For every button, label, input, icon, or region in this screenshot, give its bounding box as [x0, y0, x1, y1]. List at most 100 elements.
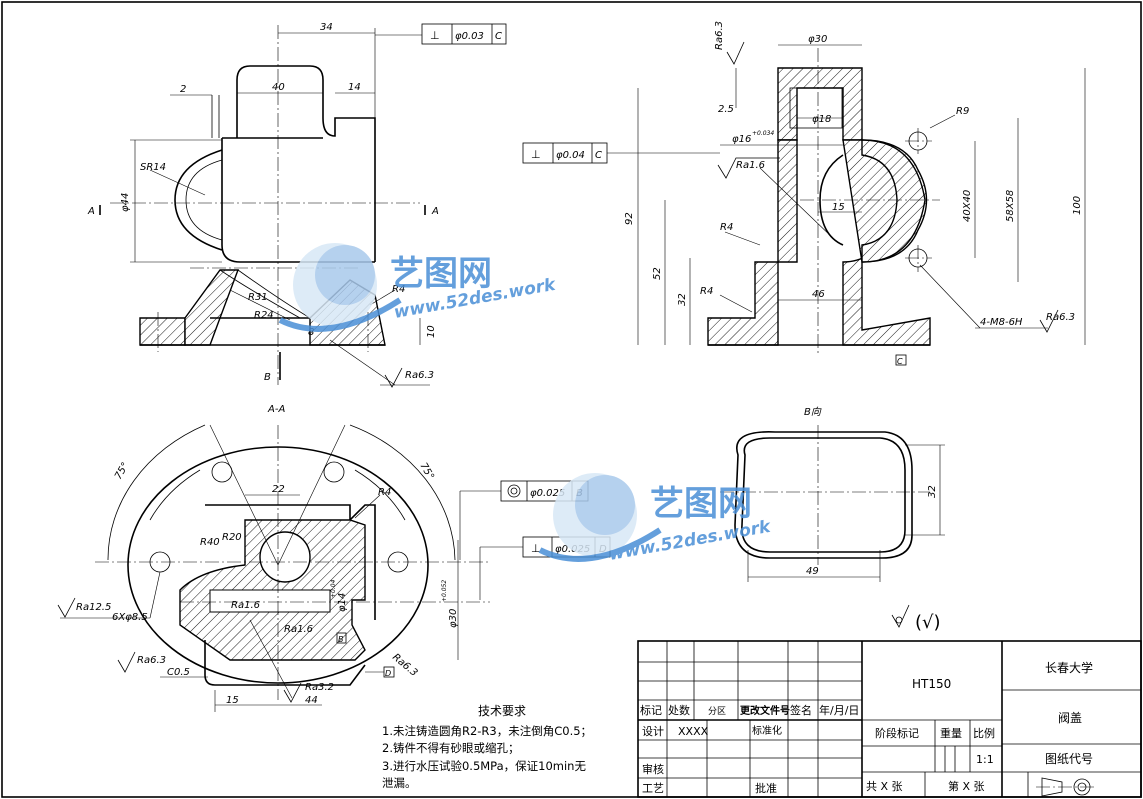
- dim-14: 14: [348, 82, 361, 93]
- dim-58x58: 58X58: [1005, 190, 1016, 222]
- dim-40x40: 40X40: [962, 190, 973, 222]
- datum-b: B: [338, 635, 344, 644]
- dim-r4-side-1: R4: [720, 222, 733, 233]
- tb-sign: 签名: [790, 703, 812, 717]
- watermark-top: 艺图网 www.52des.work: [278, 243, 559, 332]
- tb-drawing-code: 图纸代号: [1045, 752, 1093, 766]
- dim-phi16-tolerance: +0.034: [752, 130, 774, 137]
- dim-32-viewb: 32: [927, 485, 938, 498]
- tb-part-name: 阀盖: [1058, 711, 1082, 725]
- section-mark-a-right: A: [431, 206, 439, 217]
- tb-design: 设计: [642, 725, 664, 738]
- svg-text:φ0.025: φ0.025: [530, 488, 565, 499]
- roughness-ra63-aa: Ra6.3: [137, 655, 166, 666]
- section-aa-label: A-A: [267, 404, 285, 415]
- dim-r31: R31: [248, 292, 268, 303]
- dim-6x-phi85: 6Xφ8.5: [112, 612, 148, 623]
- front-view-dimensions: 34 40 14 2 φ44 SR14 A A R31 R24 R4 8 10 …: [87, 22, 439, 388]
- svg-text:C: C: [495, 31, 502, 42]
- roughness-ra16-aa-2: Ra1.6: [284, 624, 313, 635]
- tb-scale-label: 比例: [973, 726, 995, 740]
- tolerance-frame-2: ⊥ φ0.04 C: [522, 142, 720, 164]
- dim-phi18: φ18: [812, 114, 831, 125]
- tb-zone: 分区: [708, 706, 726, 717]
- dim-phi14-tolerance: +0.04: [330, 579, 337, 598]
- roughness-ra32: Ra3.2: [305, 682, 334, 693]
- dim-40: 40: [272, 82, 285, 93]
- tech-line-4: 泄漏。: [382, 776, 417, 790]
- tb-approve: 批准: [755, 781, 777, 795]
- watermark-globe-icon-2: [538, 473, 662, 562]
- svg-text:φ0.03: φ0.03: [455, 31, 484, 42]
- dim-phi30-aa: φ30: [448, 609, 459, 628]
- dim-46: 46: [812, 289, 825, 300]
- tech-line-2: 2.铸件不得有砂眼或缩孔；: [382, 741, 519, 755]
- tb-date: 年/月/日: [819, 703, 859, 717]
- svg-text:⊥: ⊥: [531, 542, 541, 555]
- tb-process: 工艺: [642, 782, 664, 795]
- dim-22: 22: [272, 484, 285, 495]
- angle-75-right: 75°: [417, 461, 435, 482]
- tb-change: 更改文件号: [740, 704, 790, 717]
- dim-15: 15: [832, 202, 845, 213]
- dim-49: 49: [806, 566, 819, 577]
- side-section-view: [707, 48, 940, 355]
- watermark-brand-top: 艺图网: [390, 254, 492, 294]
- dim-phi16: φ16: [732, 134, 751, 145]
- section-mark-a-left: A: [87, 206, 95, 217]
- tb-total-sheets: 共 X 张: [866, 780, 903, 793]
- dim-phi14: φ14: [337, 593, 348, 612]
- tb-stage: 阶段标记: [875, 726, 919, 740]
- tb-school: 长春大学: [1045, 660, 1093, 675]
- tb-weight: 重量: [940, 726, 962, 740]
- dim-10: 10: [426, 325, 437, 338]
- dim-c05: C0.5: [167, 667, 190, 678]
- dim-r4-aa: R4: [378, 487, 391, 498]
- svg-text:C: C: [595, 150, 602, 161]
- tech-title: 技术要求: [478, 704, 526, 718]
- svg-text:φ0.04: φ0.04: [556, 150, 585, 161]
- front-view: [110, 25, 420, 385]
- dim-r9: R9: [956, 106, 969, 117]
- roughness-ra63-aa-2: Ra6.3: [390, 652, 419, 679]
- dim-r4-front: R4: [392, 284, 405, 295]
- dim-phi30: φ30: [808, 34, 827, 45]
- tb-standard: 标准化: [752, 724, 782, 737]
- view-b: B向 32 49: [720, 406, 945, 582]
- section-aa-view: A-A: [95, 404, 490, 700]
- view-mark-b: B: [264, 372, 271, 383]
- dim-r24: R24: [254, 310, 274, 321]
- roughness-ra63-front: Ra6.3: [405, 370, 434, 381]
- dim-r40: R40: [200, 537, 220, 548]
- roughness-ra63-side-top: Ra6.3: [714, 21, 725, 50]
- dim-r20: R20: [222, 532, 242, 543]
- svg-text:⊥: ⊥: [531, 148, 541, 161]
- general-roughness: (√): [891, 604, 941, 633]
- dim-8: 8: [308, 327, 314, 338]
- dim-2-5: 2.5: [718, 104, 734, 115]
- dim-34: 34: [320, 22, 333, 33]
- side-section-dimensions: φ30 Ra6.3 2.5 φ18 φ16 +0.034 Ra1.6 R9 92…: [624, 21, 1086, 366]
- dim-r4-side-2: R4: [700, 286, 713, 297]
- dim-phi30-tolerance: +0.052: [441, 580, 448, 602]
- roughness-ra16-aa-1: Ra1.6: [231, 600, 260, 611]
- tb-mark: 标记: [640, 703, 662, 717]
- dim-sr14: SR14: [140, 162, 166, 173]
- tb-sheet-number: 第 X 张: [948, 779, 985, 793]
- datum-d: D: [385, 669, 391, 678]
- dim-15-aa: 15: [226, 695, 239, 706]
- tb-count: 处数: [668, 704, 690, 717]
- watermark-brand-bottom: 艺图网: [650, 484, 752, 524]
- watermark-bottom: 艺图网 www.52des.work: [538, 473, 774, 565]
- roughness-ra125: Ra12.5: [76, 602, 111, 613]
- view-b-label: B向: [804, 406, 822, 418]
- dim-4-m8: 4-M8-6H: [980, 317, 1023, 328]
- dim-52: 52: [652, 267, 663, 280]
- projection-symbol-icon: [1036, 777, 1096, 797]
- watermark-globe-icon: [278, 243, 402, 332]
- technical-requirements: 技术要求 1.未注铸造圆角R2-R3，未注倒角C0.5； 2.铸件不得有砂眼或缩…: [382, 704, 592, 790]
- tb-check: 审核: [642, 762, 664, 776]
- datum-c: C: [897, 357, 903, 366]
